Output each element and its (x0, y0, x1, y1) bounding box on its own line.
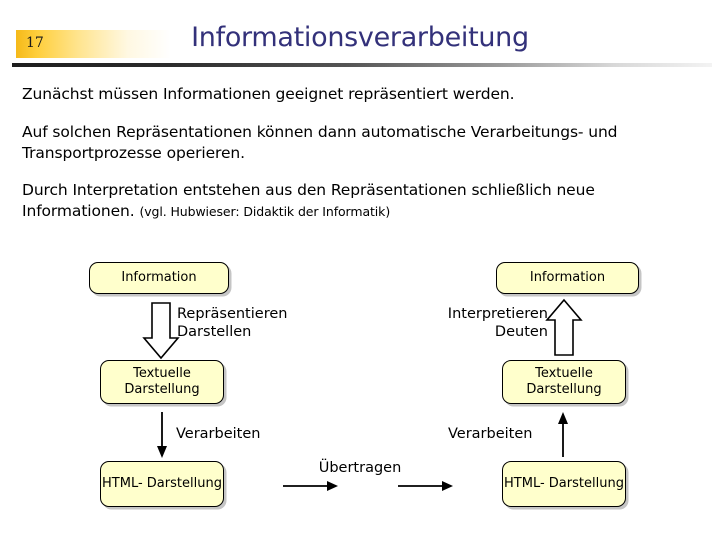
paragraph-1: Zunächst müssen Informationen geeignet r… (22, 85, 515, 103)
node-textuelle-darstellung-right[interactable]: Textuelle Darstellung (502, 360, 626, 404)
paragraph-2: Auf solchen Repräsentationen können dann… (22, 123, 618, 162)
paragraph-3: Durch Interpretation entstehen aus den R… (22, 180, 712, 222)
line-arrow-down-verarbeiten-head (157, 446, 167, 458)
block-arrow-down-repraesentieren (142, 302, 180, 360)
edge-label-repraesentieren-darstellen: Repräsentieren Darstellen (177, 306, 288, 340)
edge-label-verarbeiten-right: Verarbeiten (448, 426, 533, 442)
page-title: Informationsverarbeitung (191, 22, 529, 53)
node-information-left[interactable]: Information (89, 262, 229, 294)
information-processing-diagram: Information Textuelle Darstellung HTML- … (0, 248, 720, 540)
line-arrow-right-uebertragen-2-head (442, 481, 453, 491)
paragraph-3-citation: (vgl. Hubwieser: Didaktik der Informatik… (139, 204, 391, 219)
edge-label-interpretieren-deuten: Interpretieren Deuten (447, 306, 548, 340)
edge-label-uebertragen: Übertragen (318, 460, 402, 476)
node-html-darstellung-left[interactable]: HTML- Darstellung (100, 461, 224, 507)
paragraph-3-main: Durch Interpretation entstehen aus den R… (22, 181, 595, 220)
page-number: 17 (26, 35, 44, 51)
page-number-badge (16, 30, 171, 58)
node-textuelle-darstellung-left[interactable]: Textuelle Darstellung (100, 360, 224, 404)
line-arrow-up-verarbeiten-head (558, 412, 568, 424)
edge-label-verarbeiten-left: Verarbeiten (176, 426, 261, 442)
node-information-right[interactable]: Information (496, 262, 639, 294)
line-arrow-right-uebertragen-1-head (327, 481, 338, 491)
slide-header: 17 Informationsverarbeitung (0, 0, 720, 72)
node-html-darstellung-right[interactable]: HTML- Darstellung (502, 461, 626, 507)
header-divider (12, 63, 712, 67)
block-arrow-up-interpretieren (545, 298, 583, 356)
